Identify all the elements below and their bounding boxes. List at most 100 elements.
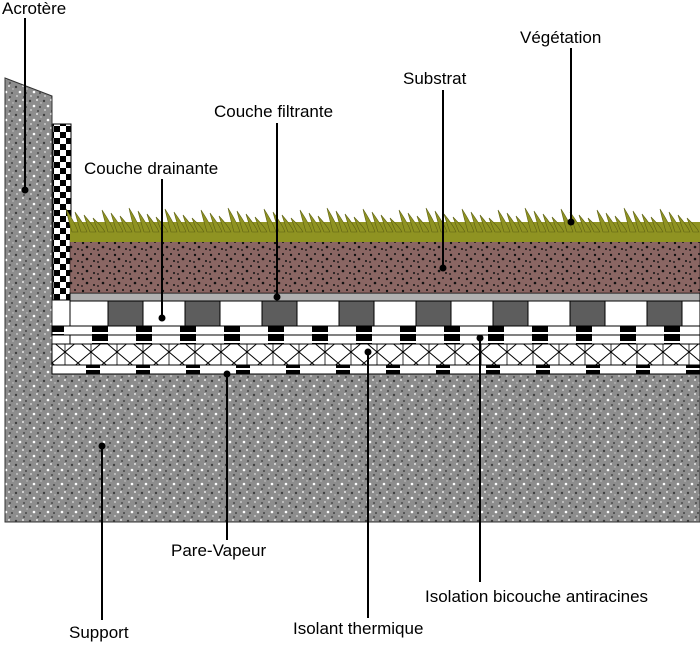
grass-blade [146,213,160,233]
leader-dot-support [98,442,106,450]
grass-blade [128,207,142,233]
grass-blade [632,210,646,233]
drain-block [107,300,144,327]
grass-blade [461,208,475,233]
grass-blade [578,214,592,233]
leader-dot-pare-vapeur [223,370,231,378]
grass-blade [353,216,367,233]
grass-blade [281,214,295,233]
grass-blade [110,212,124,233]
grass-blade [317,215,331,233]
support-concrete-slab [4,77,700,523]
leader-dot-vegetation [567,218,575,226]
drain-block [184,300,221,327]
label-couche-filtrante: Couche filtrante [214,102,333,121]
label-vegetation: Végétation [520,28,601,47]
grass-blade [389,217,403,233]
leader-dot-substrat [439,264,447,272]
grass-blade [551,216,565,233]
label-pare-vapeur: Pare-Vapeur [171,541,266,560]
grass-blade [659,208,673,233]
grass-blade [362,208,376,233]
parapet-edge-strip [52,123,72,301]
grass-blade [92,217,106,233]
grass-blade [299,209,313,233]
grass-blade [209,212,223,233]
leader-dot-acrotere [21,186,29,194]
label-isolation-bicouche: Isolation bicouche antiracines [425,587,648,606]
grass-blade [407,212,421,233]
grass-blade [398,209,412,233]
grass-blade [254,216,268,233]
grass-blade [425,207,439,233]
grass-blade [470,211,484,233]
grass-blade [218,215,232,233]
grass-blade [164,208,178,233]
grass-blade [515,215,529,233]
grass-blade [65,208,79,233]
grass-blade [560,208,574,233]
grass-blade [137,210,151,233]
grass-blade [335,210,349,233]
leader-dot-couche-filtrante [273,293,281,301]
vegetation-layer [65,207,700,242]
grass-blade [326,207,340,233]
isolant-thermique-layer [51,343,700,366]
grass-blade [506,212,520,233]
label-substrat: Substrat [403,69,467,88]
label-couche-drainante: Couche drainante [84,159,218,178]
grass-blade [452,216,466,233]
grass-blade [263,208,277,233]
grass-blade [605,212,619,233]
grass-blade [182,214,196,233]
grass-blade [380,214,394,233]
grass-blade [200,209,214,233]
grass-blade [74,211,88,233]
grass-blade [416,215,430,233]
substrat-layer [69,236,700,294]
grass-blade [101,209,115,233]
grass-blade [542,213,556,233]
drain-block [492,300,529,327]
grass-blade [668,211,682,233]
leader-dot-isolant-thermique [364,348,372,356]
grass-blade [371,211,385,233]
label-support: Support [69,623,129,642]
drain-block [646,300,683,327]
drain-block [338,300,375,327]
leader-dot-couche-drainante [158,314,166,322]
grass-blade [497,209,511,233]
couche-filtrante-layer [69,292,700,302]
grass-blade [173,211,187,233]
grass-blade [677,214,691,233]
grass-blade [614,215,628,233]
grass-blade [236,210,250,233]
grass-blade [596,209,610,233]
label-isolant-thermique: Isolant thermique [293,619,423,638]
drain-block [415,300,452,327]
grass-blade [227,207,241,233]
grass-blade [344,213,358,233]
drain-block [569,300,606,327]
grass-blade [686,217,700,233]
pare-vapeur-layer [51,364,700,375]
grass-blade [641,213,655,233]
isolation-bicouche-layer [51,325,700,336]
grass-blade [245,213,259,233]
couche-drainante-layer [69,300,700,327]
leader-dot-isolation-bicouche [476,334,484,342]
grass-blade [290,217,304,233]
grass-blade [83,214,97,233]
grass-blade [119,215,133,233]
grass-blade [533,210,547,233]
grass-blade [623,207,637,233]
grass-blade [488,217,502,233]
grass-blade [443,213,457,233]
drain-block [261,300,298,327]
label-acrotere: Acrotère [2,0,66,18]
isolation-bicouche-layer-top [69,334,700,345]
grass-blade [524,207,538,233]
grass-blade [650,216,664,233]
grass-blade [308,212,322,233]
